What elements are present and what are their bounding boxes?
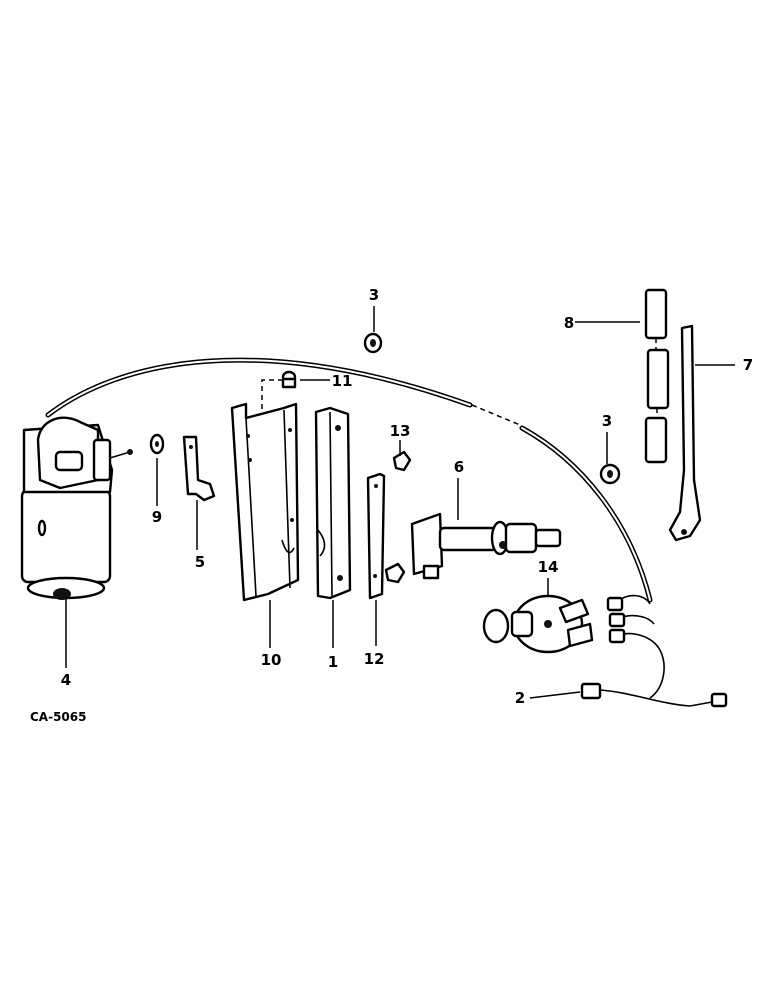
callout-12: 12 [364, 650, 385, 668]
wiper-cable [45, 357, 653, 603]
leader-lines [65, 306, 735, 699]
grommet-3-lower [599, 463, 621, 485]
callout-7: 7 [743, 356, 753, 374]
grommet-3-upper [363, 332, 383, 354]
wiper-motor [20, 416, 133, 600]
callout-8: 8 [564, 314, 574, 332]
wiper-arm-7 [668, 324, 702, 542]
plate-1 [314, 406, 352, 600]
drawing-code: CA-5065 [30, 710, 86, 724]
bolt-11 [281, 370, 297, 389]
callout-5: 5 [195, 553, 205, 571]
clip-13 [384, 450, 412, 584]
bolt-11-dashed-guide [261, 379, 283, 420]
callout-9: 9 [152, 508, 162, 526]
washer-9 [149, 433, 165, 455]
callout-13: 13 [390, 422, 411, 440]
callout-3-lower: 3 [602, 412, 612, 430]
strip-12 [366, 472, 386, 600]
callout-2: 2 [515, 689, 525, 707]
link-arm-5 [182, 435, 216, 502]
bracket-10 [230, 402, 300, 602]
callout-10: 10 [261, 651, 282, 669]
callout-1: 1 [328, 653, 338, 671]
callout-14: 14 [538, 558, 559, 576]
wire-terminals [606, 594, 665, 699]
callout-6: 6 [454, 458, 464, 476]
switch-14 [482, 594, 594, 654]
callout-11: 11 [332, 372, 353, 390]
wire-harness-2 [580, 682, 728, 708]
pivot-shaft-6 [410, 512, 562, 580]
callout-3-upper: 3 [369, 286, 379, 304]
wiper-blade-8 [644, 288, 670, 464]
callout-4: 4 [61, 671, 71, 689]
